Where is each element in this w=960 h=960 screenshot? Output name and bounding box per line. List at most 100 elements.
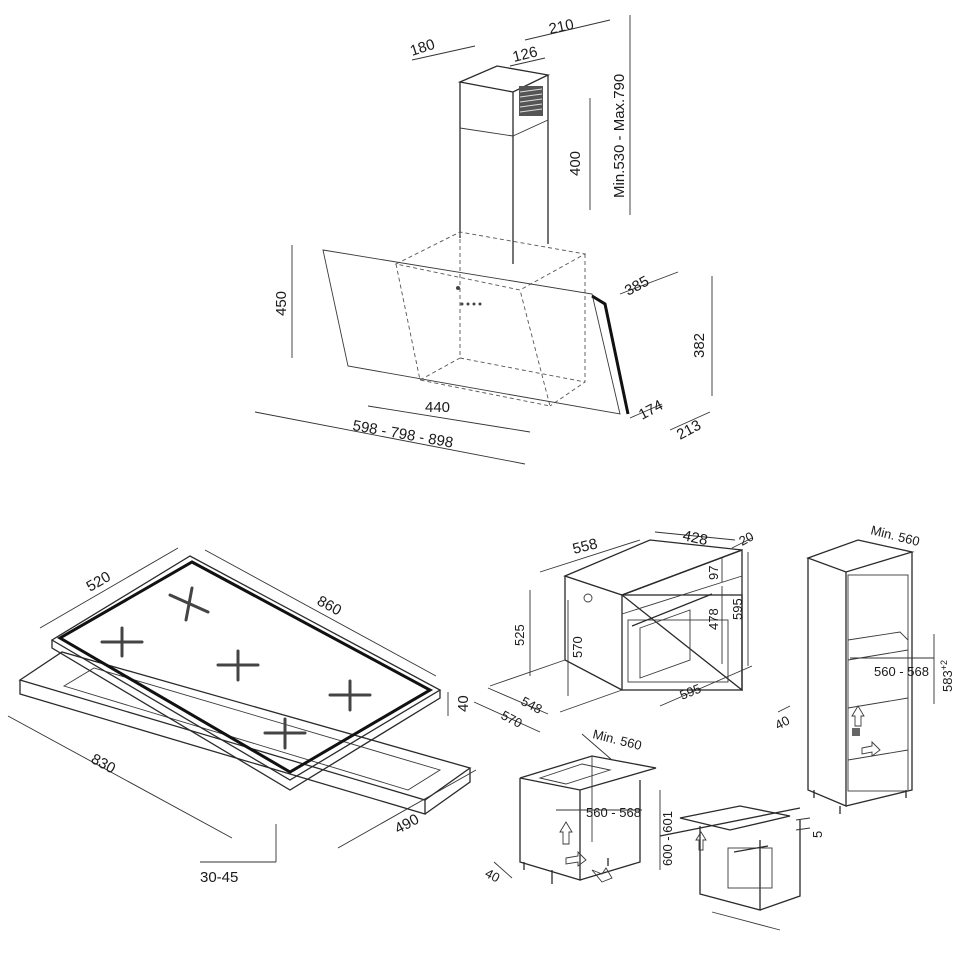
hob-frame [57,560,434,774]
counter-cutout [538,763,612,785]
built-in-oven-door [727,847,773,889]
dim-428-label: 428 [681,527,709,549]
dim-385-line [619,271,679,295]
oven-window [639,609,691,679]
motor-box-base [419,357,461,381]
dim-440-label: 440 [425,399,450,416]
column-shelf-4 [847,749,909,761]
dim-126-line [509,57,546,67]
vent-slot [852,728,860,736]
built-in-floor [711,911,781,931]
dim-40-label: 40 [455,695,472,712]
dim-174-line [629,403,663,419]
control-light [456,286,460,290]
cabinet-floor-front [559,689,623,713]
chimney-joint-right [512,119,549,137]
dim-20-label: 20 [736,529,756,549]
dim-450-label: 450 [273,291,290,316]
worktop-line [659,807,801,837]
column-dimensions: Min. 560 560 - 568 583+2 40 [772,522,955,732]
dim-570v-label: 570 [570,636,585,658]
dim-830-line [7,715,233,839]
built-in-oven-body [699,826,761,911]
column-inner [847,574,909,792]
cooker-hood-drawing [322,65,630,415]
dim-548-label: 548 [519,693,545,716]
hob-edge [51,640,441,791]
column-583-label: 583+2 [939,660,955,692]
hob-over-oven-drawing [659,805,801,931]
built-in-hob-top [679,805,791,831]
cabinet-left [519,778,581,881]
built-in-oven-side [759,820,801,911]
dim-400-label: 400 [567,151,584,176]
dim-860-label: 860 [314,593,344,620]
airflow-arrow-up [851,705,865,727]
dim-595v-label: 595 [730,598,745,620]
undercounter-arrow-side [565,850,587,867]
column-560-568-label: 560 - 568 [874,664,929,679]
undercounter-arrow-up [559,821,573,845]
hobcut-5-label: 5 [810,831,825,838]
burner-rear-left [168,586,210,622]
chimney-joint-left [459,127,514,137]
undercounter-arrow-floor [591,867,613,883]
column-right [845,552,913,807]
burner-front-right [263,717,307,750]
hobcut-dimensions: 5 [795,817,825,838]
oven-door [627,619,729,683]
cabinet-floor-left [489,659,566,687]
hood-dimensions: 180 210 126 400 Min.530 - Max.790 450 38… [254,15,713,465]
undercounter-40-label: 40 [483,865,503,885]
dim-595-label: 595 [678,681,704,703]
dim-213-label: 213 [674,417,704,444]
undercounter-560-568-label: 560 - 568 [586,805,641,820]
oven-dimensions: 558 428 20 97 525 570 478 595 548 570 59… [473,527,756,733]
column-left [807,558,847,807]
dim-180-line [411,45,476,61]
motor-box-side [549,254,586,407]
oven-handle [631,593,713,627]
motor-box-top [394,231,587,291]
undercounter-dimensions: Min. 560 560 - 568 600 - 601 40 [483,726,675,885]
column-shelf-1 [847,631,909,641]
burner-front-left [100,626,144,658]
dim-385-label: 385 [622,273,652,300]
worktop-cutout-edge [19,680,426,815]
cutout-hole [62,667,442,791]
column-cabinet-drawing [806,539,915,814]
dim-chimney-label: Min.530 - Max.790 [611,74,628,198]
dim-520-line [39,547,179,629]
hob-dimensions: 520 860 40 830 490 30-45 [7,547,477,886]
burner-rear-right [328,679,372,712]
counter-top [519,755,657,791]
dim-180-label: 180 [408,36,437,60]
dim-570-label: 570 [499,707,525,730]
column-min560-label: Min. 560 [869,522,921,549]
dim-width-label: 598 - 798 - 898 [351,417,454,451]
built-in-oven-handle [733,845,769,853]
dim-478-label: 478 [706,608,721,630]
dim-860-line [204,549,437,677]
hob-drawing [18,555,472,815]
undercounter-600-601-label: 600 - 601 [660,811,675,866]
motor-box-back [459,232,586,383]
dim-213-line [669,411,711,431]
dim-558-label: 558 [571,535,599,558]
column-top [806,539,915,573]
vent-grille [519,86,543,116]
glass-panel [322,249,621,415]
dim-210-line [524,19,611,41]
dim-520-label: 520 [84,568,114,595]
control-panel-line [621,575,743,615]
worktop-cutout-side [424,768,471,815]
dim-490-line [337,769,477,849]
glass-edge-right [591,294,630,415]
dim-440-line [367,405,531,433]
column-shelf-2 [847,649,909,661]
column-40-label: 40 [772,713,792,733]
airflow-arrow-side [861,740,881,757]
dim-174-label: 174 [636,397,666,424]
motor-box-front [395,263,551,407]
